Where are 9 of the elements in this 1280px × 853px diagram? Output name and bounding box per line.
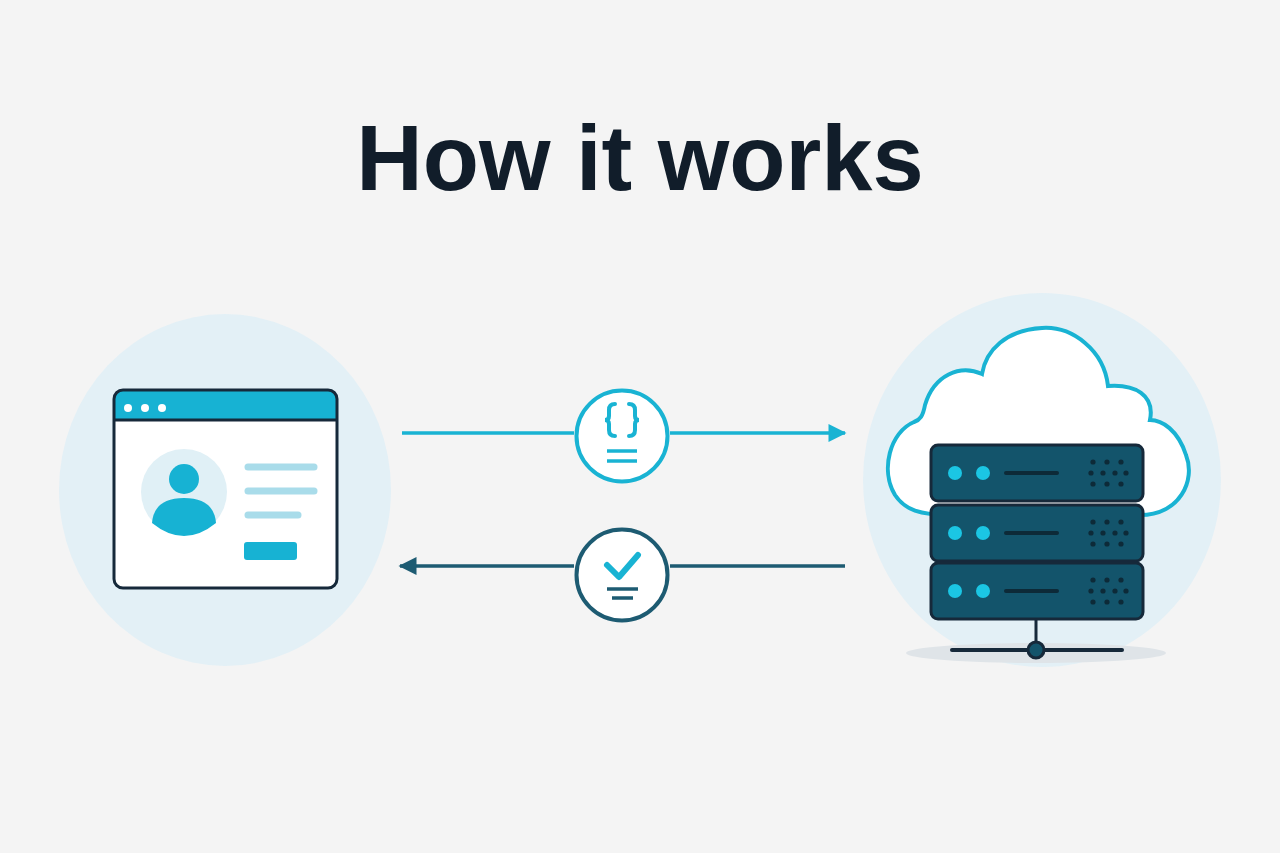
title: How it works	[356, 108, 924, 210]
connector-line	[402, 431, 574, 435]
arrow	[670, 424, 847, 442]
circle-badge	[574, 527, 670, 623]
arrow	[398, 557, 574, 575]
circle-badge	[574, 388, 670, 484]
cloud-server-drawing	[862, 292, 1222, 668]
connector-line	[670, 564, 845, 568]
browser-window-drawing	[58, 313, 392, 668]
